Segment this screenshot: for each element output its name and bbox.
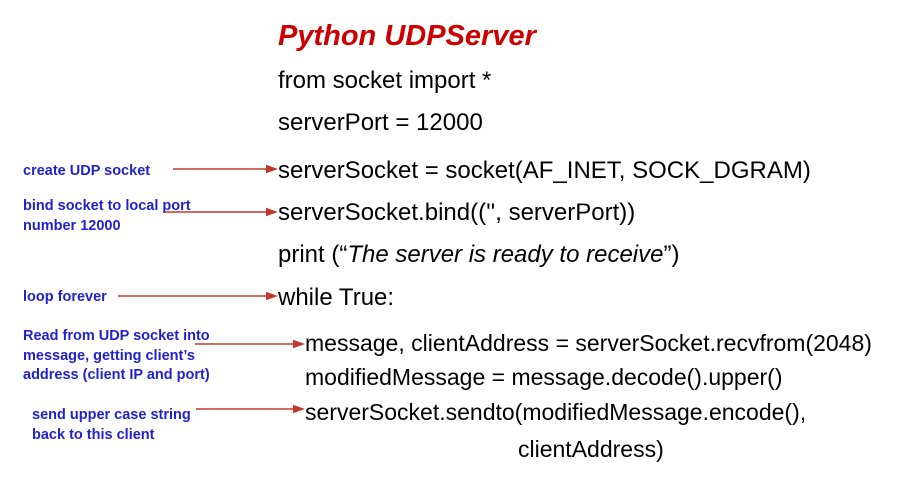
code-line-sendto: serverSocket.sendto(modifiedMessage.enco… — [305, 399, 807, 425]
code-line-create-socket: serverSocket = socket(AF_INET, SOCK_DGRA… — [278, 157, 811, 184]
arrow-send-upper-case — [196, 403, 305, 415]
print-suffix: ”) — [663, 241, 680, 268]
code-line-upper: modifiedMessage = message.decode().upper… — [305, 364, 783, 390]
code-line-server-port: serverPort = 12000 — [278, 109, 483, 136]
page-title: Python UDPServer — [278, 20, 536, 52]
code-line-recvfrom: message, clientAddress = serverSocket.re… — [305, 330, 872, 356]
code-line-while-true: while True: — [278, 284, 395, 311]
arrow-read-from-socket — [195, 338, 305, 350]
print-prefix: print (“ — [278, 241, 348, 268]
code-line-print-ready: print (“The server is ready to receive”) — [278, 241, 680, 268]
annotation-loop-forever: loop forever — [23, 289, 107, 305]
code-line-import: from socket import * — [278, 67, 492, 94]
print-string-literal: The server is ready to receive — [347, 241, 664, 268]
annotation-send-upper-case: send upper case string back to this clie… — [32, 407, 191, 443]
arrow-loop-forever — [118, 290, 278, 302]
code-line-sendto-continuation: clientAddress) — [518, 436, 664, 462]
annotation-create-udp-socket: create UDP socket — [23, 163, 151, 179]
arrow-create-udp-socket — [173, 163, 278, 175]
annotation-read-from-socket: Read from UDP socket into message, getti… — [23, 328, 210, 384]
code-line-bind-socket: serverSocket.bind(('', serverPort)) — [278, 199, 636, 226]
annotation-bind-local-port: bind socket to local port number 12000 — [23, 198, 191, 234]
